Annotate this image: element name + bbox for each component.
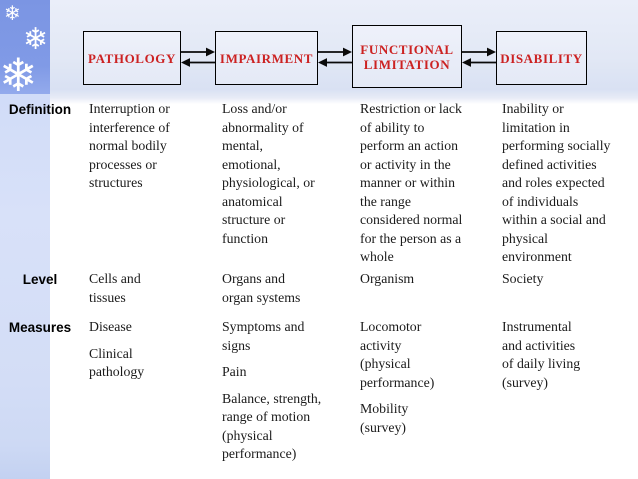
disability-box-label: DISABILITY <box>500 50 583 66</box>
bidirectional-arrows-icon <box>181 47 215 67</box>
impairment-box-label: IMPAIRMENT <box>219 50 314 66</box>
impairment-box: IMPAIRMENT <box>215 31 318 85</box>
measure-item: Pain <box>222 364 247 379</box>
measure-item: Disease <box>89 319 132 334</box>
snowflake-icon: ❄ <box>0 50 38 95</box>
bidirectional-arrows-icon <box>462 47 496 67</box>
level-row-label: Level <box>22 272 58 287</box>
sidebar: ❄ ❄ ❄ <box>0 0 50 479</box>
bidirectional-arrows-icon <box>318 47 352 67</box>
disability-box: DISABILITY <box>496 31 587 85</box>
measure-item: Mobility(survey) <box>360 401 409 435</box>
pathology-box: PATHOLOGY <box>83 31 181 85</box>
snowflake-icon: ❄ <box>23 23 49 56</box>
measures-row-label: Measures <box>8 320 72 335</box>
snowflake-icon: ❄ <box>4 3 21 25</box>
level-disability-cell: Society <box>502 271 544 286</box>
measure-item: Balance, strength,range of motion(physic… <box>222 390 322 462</box>
pathology-box-label: PATHOLOGY <box>88 50 176 66</box>
definition-row-label: Definition <box>8 102 72 117</box>
level-functional-limitation-cell: Organism <box>360 271 415 286</box>
sidebar-snow-panel: ❄ ❄ ❄ <box>0 0 50 94</box>
